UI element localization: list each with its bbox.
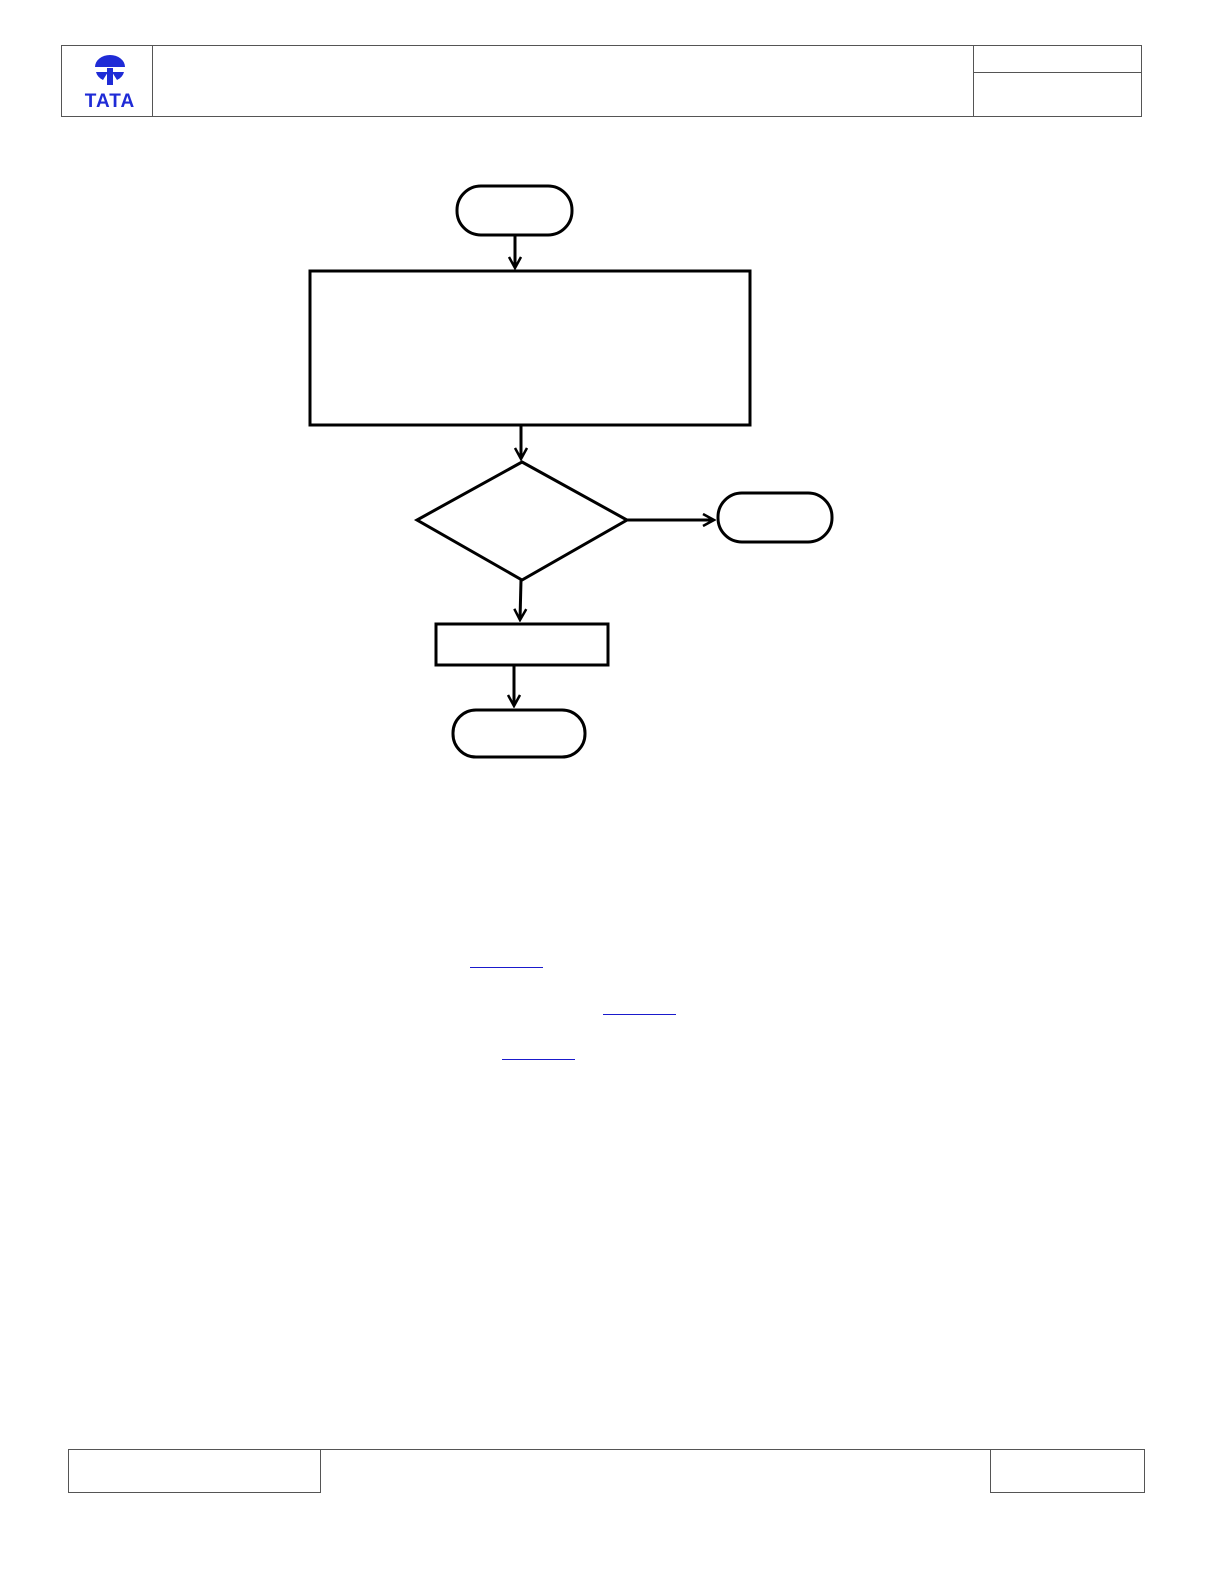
hyperlink-3[interactable] (502, 1046, 575, 1060)
end-terminator (451, 708, 587, 759)
logo-wordmark: TATA (85, 91, 135, 112)
arrow-decision-to-action (520, 579, 521, 620)
hyperlink-1[interactable] (470, 954, 543, 968)
start-terminator (455, 184, 574, 237)
header-table: TATA (61, 45, 1142, 117)
footer-left-cell (68, 1449, 321, 1493)
logo-emblem-top (95, 55, 125, 67)
logo-cell: TATA (62, 46, 153, 116)
logo-emblem-stem (107, 68, 113, 85)
process-box (308, 269, 752, 427)
logo-emblem-bottom (96, 72, 124, 80)
decision-diamond (413, 460, 631, 582)
flowchart (308, 184, 834, 759)
footer-middle-rule (320, 1449, 991, 1450)
side-terminator (716, 491, 834, 544)
action-box (434, 622, 610, 667)
footer-page-cell (990, 1449, 1145, 1493)
header-right-cell (973, 46, 1141, 116)
tata-logo: TATA (85, 55, 135, 112)
header-doc-number-cell (974, 46, 1141, 73)
hyperlink-2[interactable] (603, 1001, 676, 1015)
